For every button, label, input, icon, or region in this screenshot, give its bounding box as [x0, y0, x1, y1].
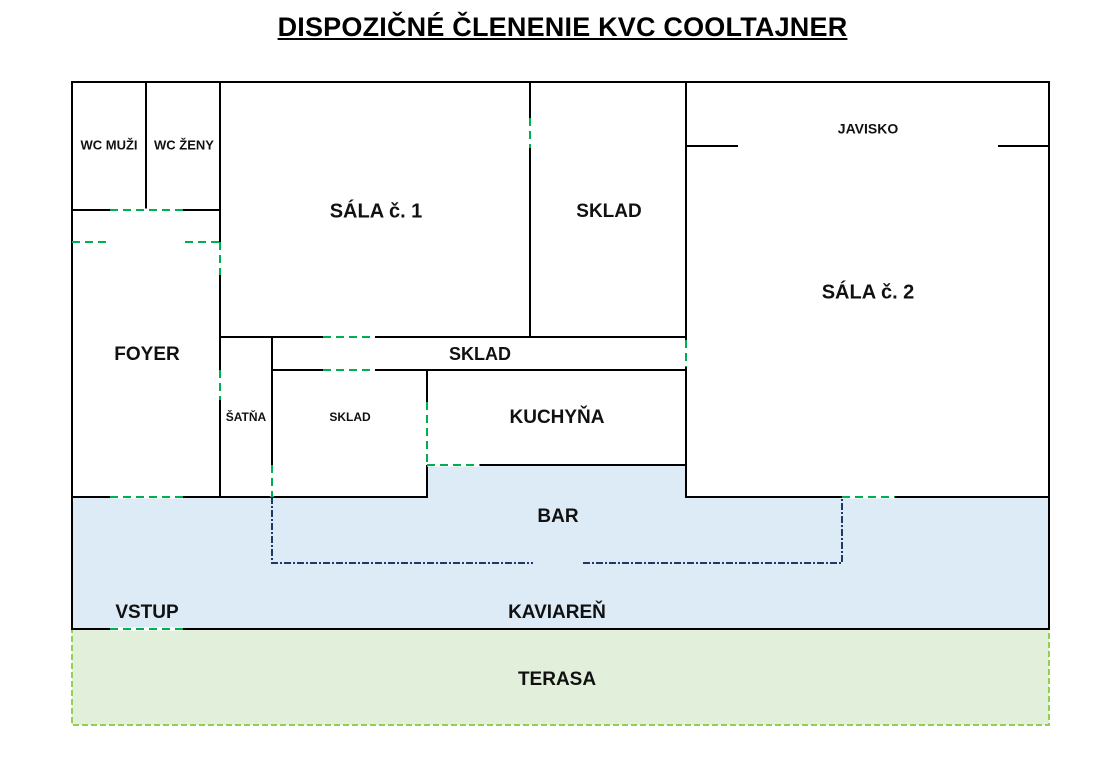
label-sklad-small: SKLAD — [329, 410, 371, 424]
label-kaviaren: KAVIAREŇ — [508, 601, 606, 623]
page-title: DISPOZIČNÉ ČLENENIE KVC COOLTAJNER — [277, 12, 848, 42]
label-bar: BAR — [537, 506, 578, 527]
label-terasa: TERASA — [518, 669, 596, 690]
label-sklad-long: SKLAD — [449, 344, 511, 364]
bar-counter-outline — [271, 497, 843, 564]
label-foyer: FOYER — [114, 344, 180, 365]
label-kuchyna: KUCHYŇA — [510, 406, 605, 428]
label-sala-2: SÁLA č. 2 — [822, 280, 915, 303]
room-sklad-small — [271, 369, 428, 498]
label-wc-zeny: WC ŽENY — [154, 137, 214, 152]
label-javisko: JAVISKO — [838, 121, 899, 137]
label-vstup: VSTUP — [115, 602, 179, 623]
label-sala-1: SÁLA č. 1 — [330, 199, 423, 222]
doors — [72, 118, 895, 631]
label-satna: ŠATŇA — [226, 409, 267, 424]
room-terasa — [71, 628, 1050, 726]
label-sklad-top: SKLAD — [576, 201, 641, 222]
label-wc-muzi: WC MUŽI — [80, 137, 137, 152]
